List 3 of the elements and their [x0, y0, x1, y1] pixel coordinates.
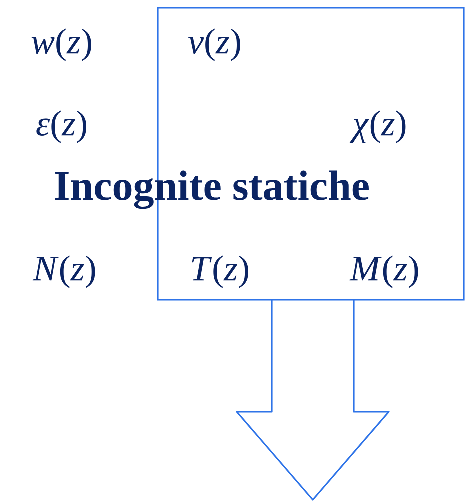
formula-label: N(z): [32, 256, 96, 288]
formula-label: ε(z): [36, 110, 86, 144]
formula-label: w(z): [32, 28, 92, 62]
